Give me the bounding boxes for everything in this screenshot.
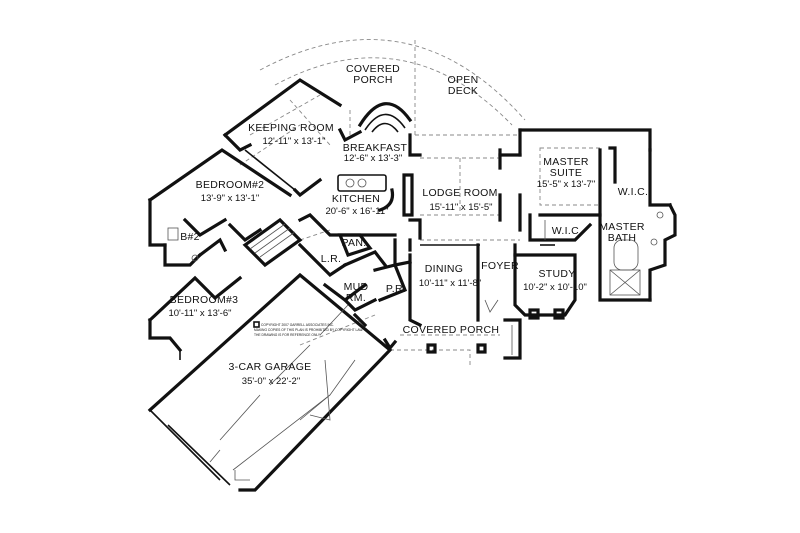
covered-porch-top-label-2: PORCH	[353, 74, 392, 86]
breakfast-label: BREAKFAST	[343, 142, 408, 154]
pantry-label: PAN.	[342, 237, 367, 249]
copyright-line-2: MAKING COPIES OF THIS PLAN IS PROHIBITED…	[254, 328, 363, 332]
dashed-guides	[239, 39, 601, 365]
open-deck-label: OPEN	[448, 74, 479, 86]
mud-room-label: MUD	[344, 281, 369, 293]
bedroom3-label: BEDROOM#3	[170, 294, 239, 306]
breakfast-dims: 12'-6" x 13'-3"	[344, 153, 402, 164]
open-deck-label-2: DECK	[448, 85, 478, 97]
bedroom2-label: BEDROOM#2	[196, 179, 265, 191]
covered-porch-top-label: COVERED	[346, 63, 400, 75]
kitchen-label: KITCHEN	[332, 193, 380, 205]
center-wing	[297, 102, 413, 328]
study-dims: 10'-2" x 10'-10"	[523, 282, 587, 293]
bedroom3-dims: 10'-11" x 13'-6"	[168, 308, 231, 319]
bedroom2-dims: 13'-9" x 13'-1"	[201, 193, 259, 204]
wic-right-label: W.I.C.	[618, 186, 648, 198]
master-suite-dims: 15'-5" x 13'-7"	[537, 179, 595, 190]
keeping-room-label: KEEPING ROOM	[248, 122, 334, 134]
master-suite-label: MASTER	[543, 156, 589, 168]
kitchen-dims: 20'-6" x 16'-11"	[325, 206, 388, 217]
copyright-stamp: COPYRIGHT 2007 GARRELL ASSOCIATES INC. M…	[253, 321, 363, 337]
lodge-room-label: LODGE ROOM	[422, 187, 497, 199]
bath2-label: B#2	[180, 231, 200, 243]
master-wing	[518, 128, 677, 302]
master-suite-label-2: SUITE	[550, 167, 582, 179]
powder-label: P.R.	[386, 283, 406, 295]
garage-label: 3-CAR GARAGE	[229, 361, 312, 373]
lodge-room-dims: 15'-11" x 15'-5"	[429, 202, 492, 213]
dining-label: DINING	[425, 263, 464, 275]
laundry-label: L.R.	[321, 253, 341, 265]
wic-left-label: W.I.C.	[552, 225, 582, 237]
mud-room-label-2: RM.	[346, 292, 366, 304]
study-label: STUDY	[538, 268, 575, 280]
copyright-line-1: COPYRIGHT 2007 GARRELL ASSOCIATES INC.	[261, 323, 334, 327]
main-wing	[382, 133, 577, 360]
garage-dims: 35'-0" x 22'-2"	[242, 376, 300, 387]
room-labels: COVERED PORCH OPEN DECK KEEPING ROOM 12'…	[168, 63, 648, 387]
copyright-line-3: THE DRAWING IS FOR REFERENCE ONLY.	[254, 333, 321, 337]
foyer-label: FOYER	[481, 260, 519, 272]
left-wing	[147, 78, 343, 360]
keeping-room-dims: 12'-11" x 13'-1"	[262, 136, 325, 147]
covered-porch-front-label: COVERED PORCH	[403, 324, 500, 336]
dining-dims: 10'-11" x 11'-8"	[419, 278, 481, 289]
master-bath-label: MASTER	[599, 221, 645, 233]
master-bath-label-2: BATH	[608, 232, 636, 244]
